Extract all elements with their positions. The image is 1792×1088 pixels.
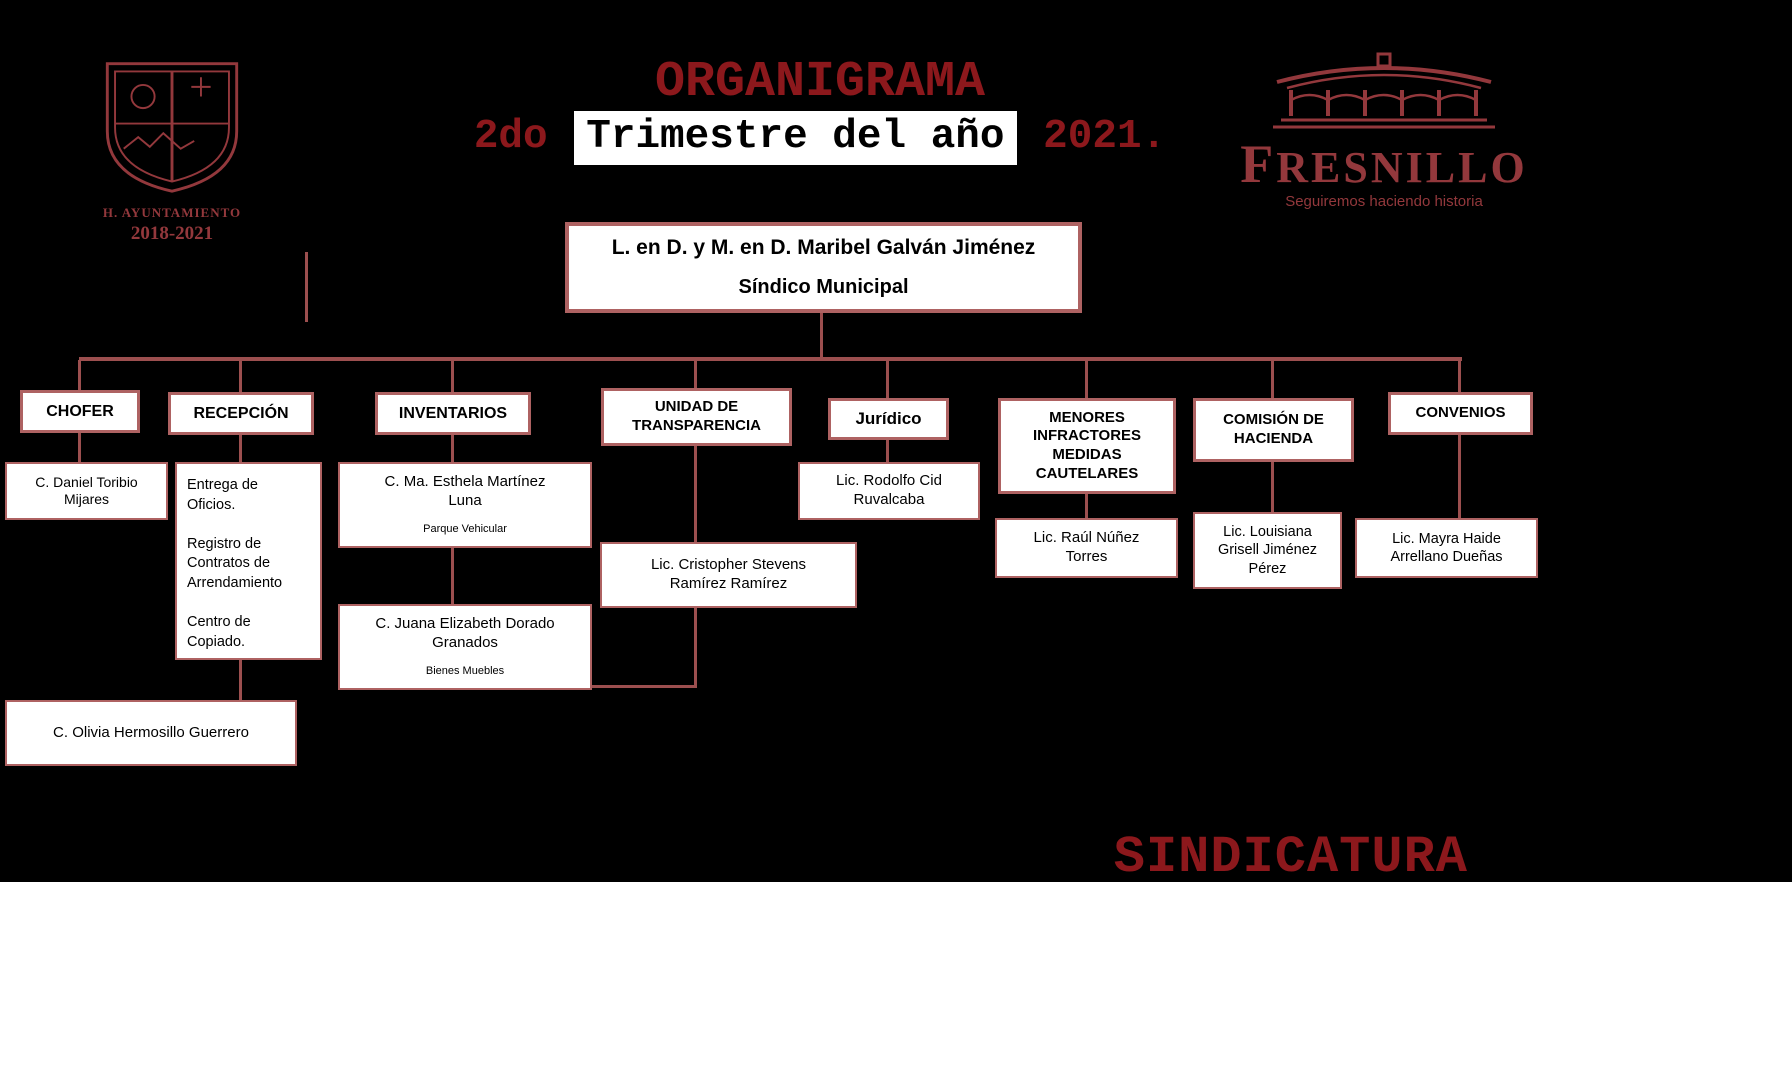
page-subtitle: 2do Trimestre del año 2021. [300, 111, 1340, 165]
staff-name: Lic. Raúl Núñez Torres [1033, 529, 1140, 565]
connector-line [78, 432, 81, 463]
dept-box-inventarios: INVENTARIOS [375, 392, 531, 435]
connector-line [694, 360, 697, 389]
connector-line [78, 360, 81, 391]
fresnillo-logo: FRESNILLO Seguiremos haciendo historia [1228, 52, 1540, 210]
dept-title: INVENTARIOS [398, 404, 508, 422]
dept-box-unidad-transparencia: UNIDAD DE TRANSPARENCIA [601, 388, 792, 446]
staff-name: Lic. Rodolfo Cid Ruvalcaba [836, 472, 942, 508]
dept-box-comision-hacienda: COMISIÓN DE HACIENDA [1193, 398, 1354, 462]
staff-name: Lic. Louisiana Grisell Jiménez Pérez [1217, 524, 1318, 577]
dept-box-juridico: Jurídico [828, 398, 949, 440]
connector-line [239, 360, 242, 393]
dept-title: MENORES INFRACTORES MEDIDAS CAUTELARES [1032, 408, 1142, 482]
staff-box-raul-nunez: Lic. Raúl Núñez Torres [995, 518, 1178, 578]
root-node-sindico: L. en D. y M. en D. Maribel Galván Jimén… [565, 222, 1082, 313]
dept-title: UNIDAD DE TRANSPARENCIA [632, 398, 761, 434]
staff-box-daniel-toribio: C. Daniel Toribio Mijares [5, 462, 168, 520]
staff-name: Lic. Mayra Haide Arrellano Dueñas [1390, 530, 1503, 565]
staff-name: C. Ma. Esthela Martínez Luna [384, 473, 546, 510]
connector-line [1271, 360, 1274, 399]
connector-line [1458, 360, 1461, 393]
connector-line [592, 685, 697, 688]
fresnillo-logo-tagline: Seguiremos haciendo historia [1285, 193, 1483, 210]
root-name: L. en D. y M. en D. Maribel Galván Jimén… [611, 235, 1036, 259]
connector-line [1271, 462, 1274, 513]
staff-area: Bienes Muebles [425, 664, 505, 677]
dept-box-convenios: CONVENIOS [1388, 392, 1533, 435]
crest-years: 2018-2021 [130, 223, 214, 244]
dept-title: CHOFER [46, 402, 114, 420]
chart-board: H. AYUNTAMIENTO 2018-2021 ORGANIGRAMA 2d… [0, 0, 1792, 887]
subtitle-highlight: Trimestre del año [574, 111, 1017, 165]
connector-line [79, 357, 1462, 361]
page-title: ORGANIGRAMA [654, 54, 986, 111]
root-role: Síndico Municipal [738, 276, 909, 299]
kiosk-icon [1273, 52, 1495, 129]
dept-title: CONVENIOS [1415, 404, 1506, 422]
subtitle-suffix: 2021. [1043, 114, 1167, 160]
dept-box-menores-infractores: MENORES INFRACTORES MEDIDAS CAUTELARES [998, 398, 1176, 494]
staff-area: Parque Vehicular [423, 522, 507, 535]
connector-line [239, 434, 242, 463]
connector-line [239, 659, 242, 701]
staff-box-louisiana-jimenez: Lic. Louisiana Grisell Jiménez Pérez [1193, 512, 1342, 589]
dept-title: RECEPCIÓN [193, 404, 289, 422]
connector-line [451, 434, 454, 463]
fresnillo-logo-name: FRESNILLO [1240, 134, 1528, 194]
staff-name: C. Juana Elizabeth Dorado Granados [375, 615, 555, 652]
crest-caption: H. AYUNTAMIENTO [102, 205, 242, 220]
sindicatura-label: SINDICATURA [1113, 828, 1468, 887]
staff-box-esthela-martinez: C. Ma. Esthela Martínez Luna Parque Vehi… [338, 462, 592, 548]
connector-line [886, 440, 889, 463]
duties-text: Entrega de Oficios. Registro de Contrato… [187, 477, 283, 650]
connector-line [694, 607, 697, 688]
staff-box-olivia-hermosillo: C. Olivia Hermosillo Guerrero [5, 700, 297, 766]
duties-box-recepcion: Entrega de Oficios. Registro de Contrato… [175, 462, 322, 660]
connector-line [886, 360, 889, 399]
connector-line [1458, 434, 1461, 519]
dept-title: Jurídico [855, 409, 922, 429]
dept-title: COMISIÓN DE HACIENDA [1223, 411, 1324, 447]
staff-box-mayra-arrellano: Lic. Mayra Haide Arrellano Dueñas [1355, 518, 1538, 578]
subtitle-prefix: 2do [473, 114, 548, 160]
staff-name: C. Daniel Toribio Mijares [35, 473, 138, 508]
dept-box-recepcion: RECEPCIÓN [168, 392, 314, 435]
connector-line [305, 252, 308, 322]
connector-line [1085, 360, 1088, 399]
staff-box-rodolfo-cid: Lic. Rodolfo Cid Ruvalcaba [798, 462, 980, 520]
staff-box-juana-dorado: C. Juana Elizabeth Dorado Granados Biene… [338, 604, 592, 690]
connector-line [820, 313, 823, 359]
ayuntamiento-crest: H. AYUNTAMIENTO 2018-2021 [88, 56, 256, 245]
connector-line [451, 547, 454, 605]
connector-line [694, 445, 697, 543]
dept-box-chofer: CHOFER [20, 390, 140, 433]
crest-icon [105, 62, 239, 193]
staff-name: Lic. Cristopher Stevens Ramírez Ramírez [650, 556, 807, 592]
staff-name: C. Olivia Hermosillo Guerrero [53, 723, 249, 741]
staff-box-cristopher-ramirez: Lic. Cristopher Stevens Ramírez Ramírez [600, 542, 857, 608]
connector-line [451, 360, 454, 393]
connector-line [1085, 494, 1088, 519]
